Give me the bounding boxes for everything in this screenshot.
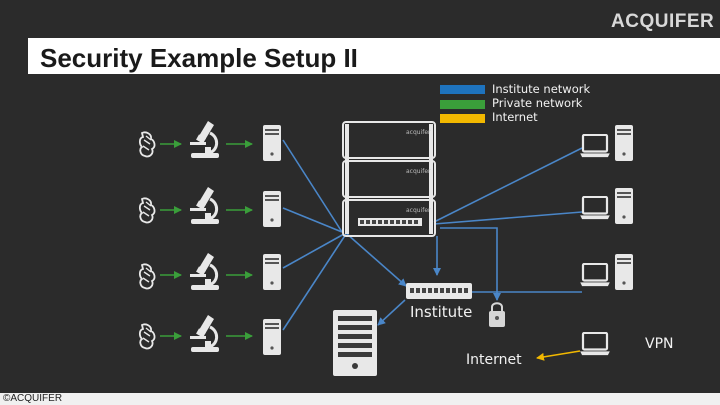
title-band <box>28 38 720 74</box>
legend-label-private: Private network <box>492 96 583 110</box>
vpn-label: VPN <box>645 336 674 352</box>
workstation-icon <box>615 188 633 224</box>
rack-unit-label: acquifer <box>406 168 431 175</box>
laptop-icon <box>580 332 610 356</box>
legend-label-institute: Institute network <box>492 82 591 96</box>
institute-switch-icon <box>406 283 472 299</box>
microscope-icon <box>188 185 221 226</box>
storage-server-icon <box>333 310 377 376</box>
legend-swatch-private <box>440 100 485 109</box>
workstation-icon <box>263 191 281 227</box>
workstation-icon <box>615 125 633 161</box>
rack-switch-label: acquifer <box>406 207 431 214</box>
institute-network-links <box>282 139 583 331</box>
copyright: ©ACQUIFER <box>3 393 63 404</box>
workstation-icon <box>263 125 281 161</box>
acquifer-logo: ACQUIFER <box>611 11 715 32</box>
laptop-icon <box>580 196 610 220</box>
workstation-icon <box>615 254 633 290</box>
internet-label: Internet <box>466 352 522 368</box>
workstation-icon <box>263 319 281 355</box>
sample-icon <box>138 197 156 224</box>
footer-bar <box>0 393 720 405</box>
legend-swatch-internet <box>440 114 485 123</box>
workstation-icon <box>263 254 281 290</box>
lock-icon <box>489 302 505 327</box>
institute-label: Institute <box>410 303 473 321</box>
internet-link <box>536 350 581 361</box>
sample-icon <box>138 323 156 350</box>
sample-icon <box>138 131 156 158</box>
rack-unit-label: acquifer <box>406 129 431 136</box>
private-network-links <box>160 140 253 340</box>
sample-icon <box>138 263 156 290</box>
laptop-icon <box>580 263 610 287</box>
microscope-icon <box>188 251 221 292</box>
server-rack: acquifer acquifer acquifer <box>342 121 436 237</box>
microscope-icon <box>188 313 221 354</box>
legend-label-internet: Internet <box>492 110 538 124</box>
page-title: Security Example Setup II <box>40 43 358 73</box>
legend-swatch-institute <box>440 85 485 94</box>
microscope-icon <box>188 119 221 160</box>
laptop-icon <box>580 134 610 158</box>
